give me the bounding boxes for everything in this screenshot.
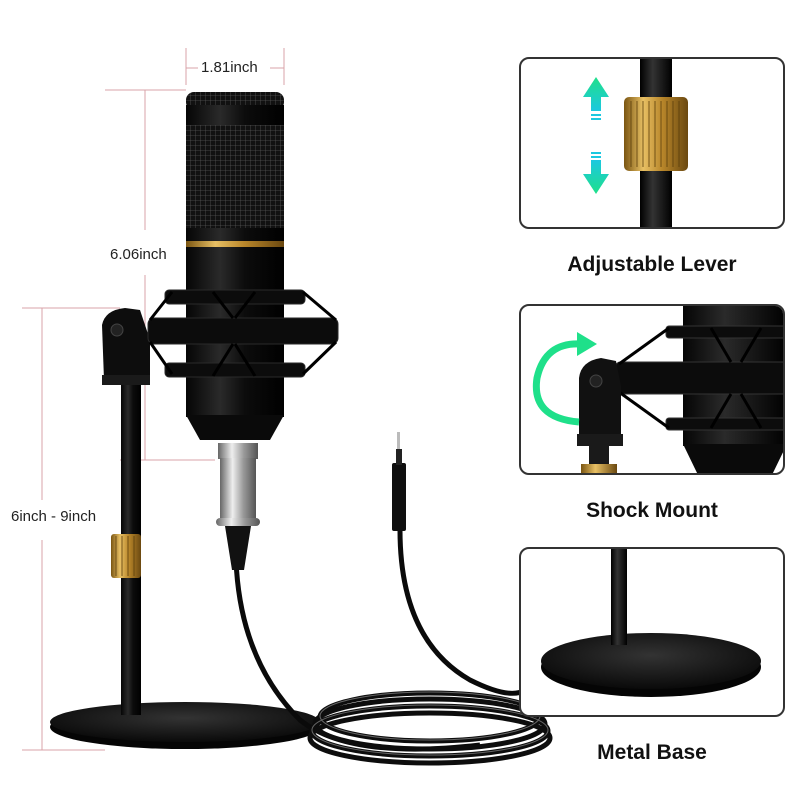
mic-height-dimension-label: 6.06inch [110,246,167,263]
feature-panel-adjustable-lever [519,57,785,229]
down-arrow-icon [583,152,609,194]
metal-base-illustration [541,549,761,697]
feature-caption-shock-mount: Shock Mount [586,499,718,522]
feature-panel-shock-mount [519,304,785,475]
shock-mount-illustration [532,306,783,473]
rotate-arrow-icon [532,332,597,426]
feature-caption-adjustable-lever: Adjustable Lever [567,253,737,276]
stand-height-dimension-label: 6inch - 9inch [11,508,97,525]
adjustable-lever-illustration [583,59,688,227]
feature-panel-metal-base [519,547,785,717]
up-arrow-icon [583,77,609,120]
feature-caption-metal-base: Metal Base [597,741,707,764]
width-dimension-label: 1.81inch [201,59,258,76]
